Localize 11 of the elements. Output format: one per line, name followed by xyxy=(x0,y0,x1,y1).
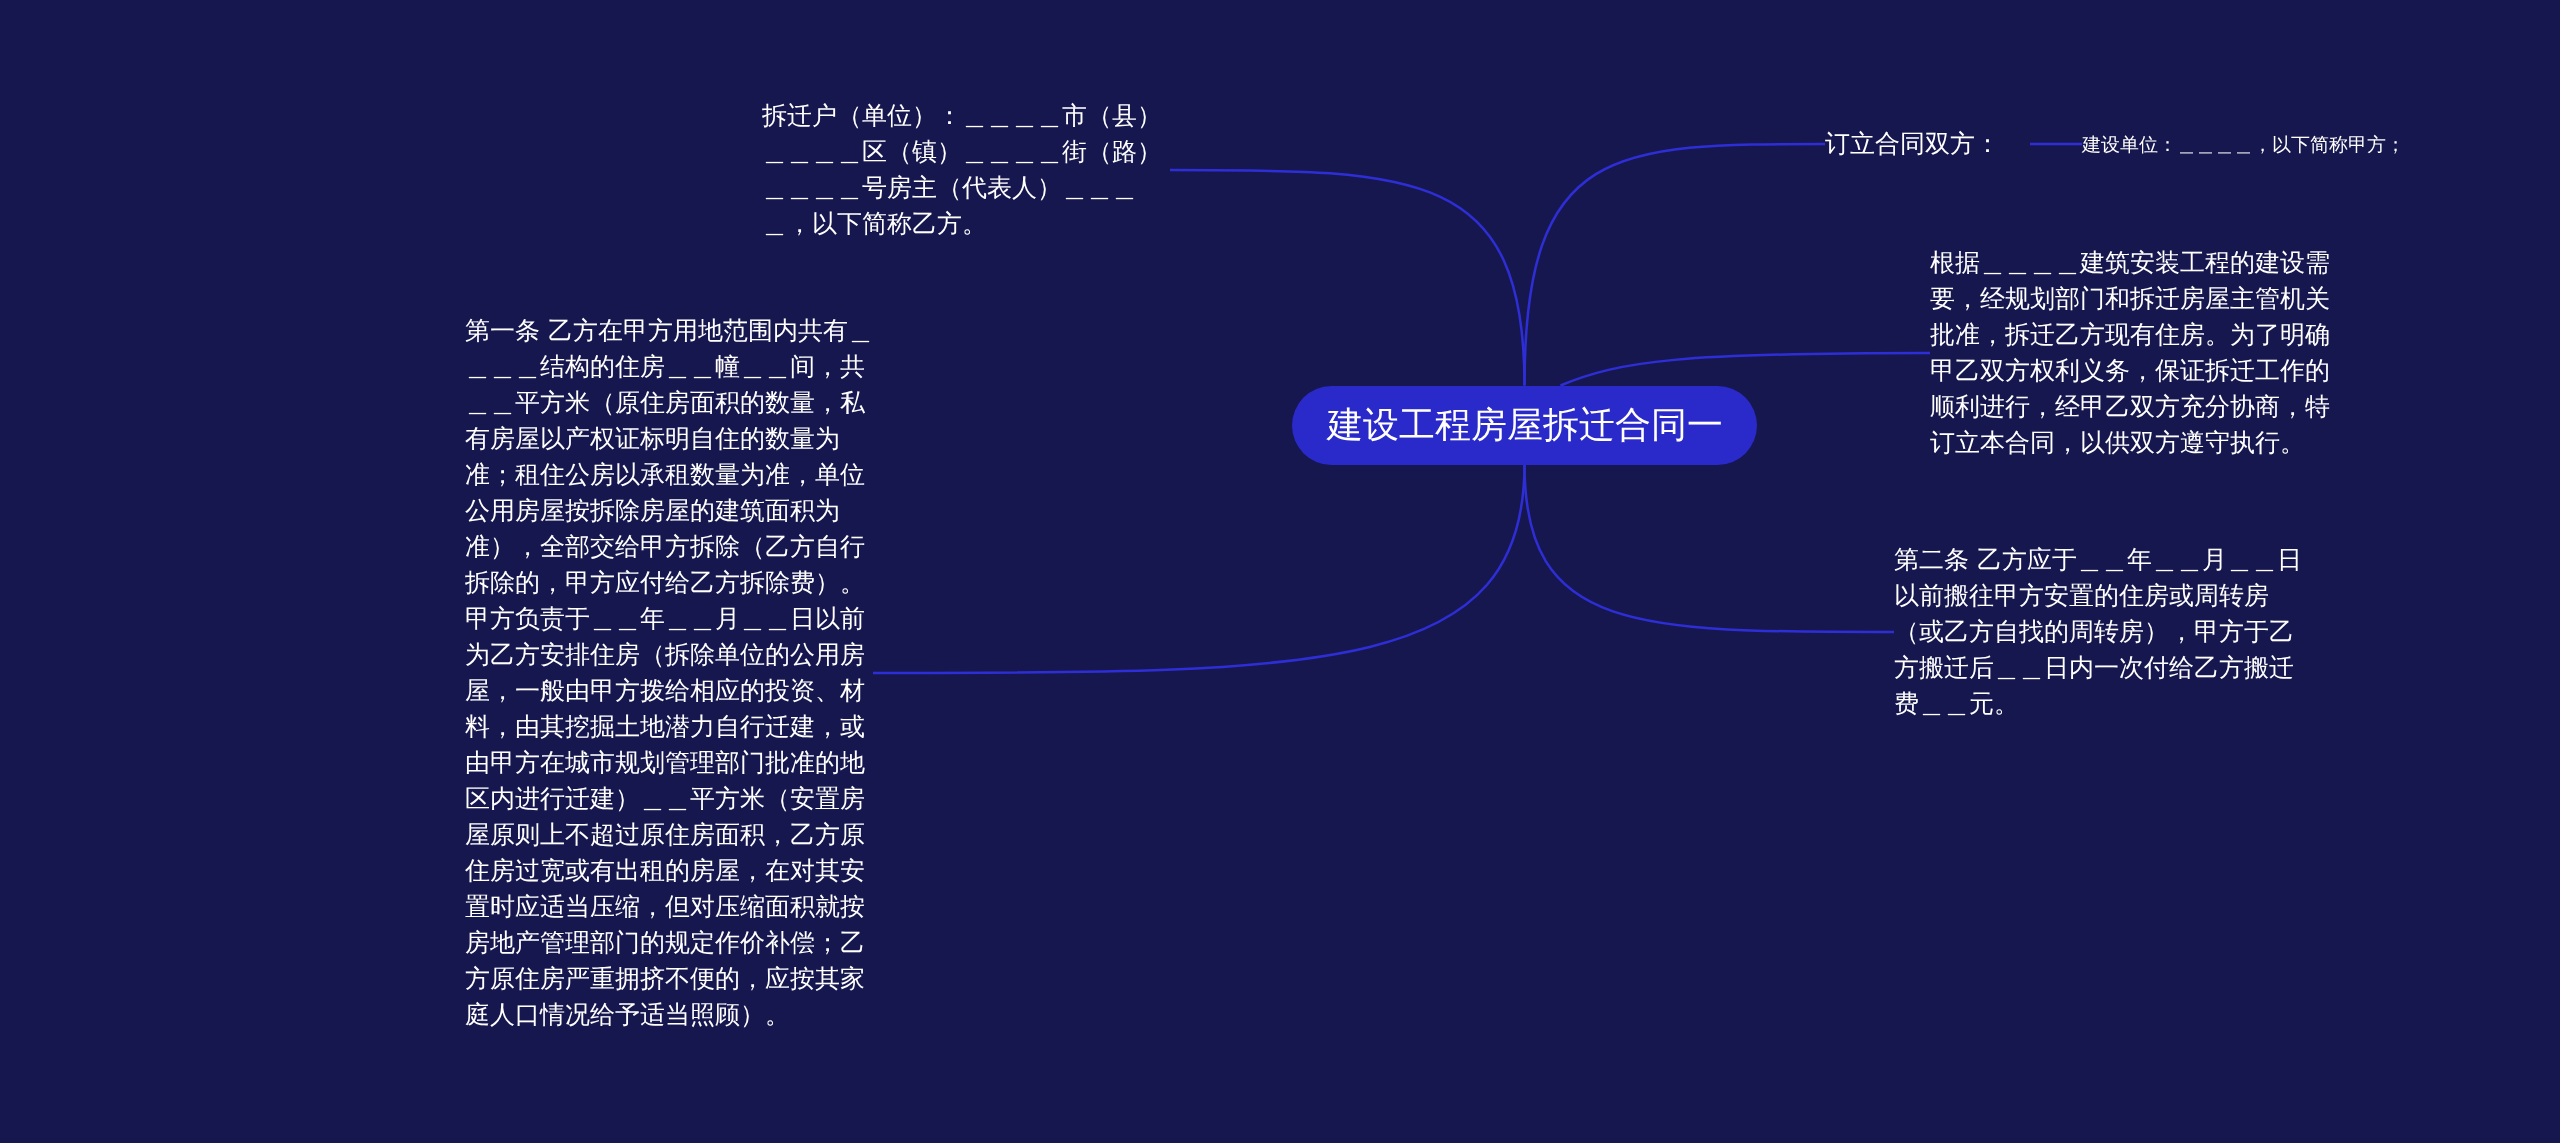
central-topic: 建设工程房屋拆迁合同一 xyxy=(1292,385,1757,465)
topic-text: 拆迁户（单位）：＿＿＿＿市（县）＿＿＿＿区（镇）＿＿＿＿街（路）＿＿＿＿号房主（代表人）＿＿＿＿，以下简称乙方。 xyxy=(762,98,1170,242)
connector-line xyxy=(2030,142,2082,146)
topic-text: 第二条 乙方应于＿＿年＿＿月＿＿日以前搬往甲方安置的住房或周转房（或乙方自找的周转房），甲方于乙方搬迁后＿＿日内一次付给乙方搬迁费＿＿元。 xyxy=(1894,542,2302,722)
topic-text: 订立合同双方： xyxy=(1825,126,2030,162)
connector-line xyxy=(1560,351,1930,387)
topic-text: 建设单位：＿＿＿＿，以下简称甲方； xyxy=(2082,126,2452,162)
topic-text: 根据＿＿＿＿建筑安装工程的建设需要，经规划部门和拆迁房屋主管机关批准，拆迁乙方现有住房。为了明确甲乙双方权利义务，保证拆迁工作的顺利进行，经甲乙双方充分协商，特订立本合同，以供双方遵守执行。 xyxy=(1930,245,2338,461)
connector-line xyxy=(873,464,1526,675)
topic-text: 第一条 乙方在甲方用地范围内共有＿＿＿＿结构的住房＿＿幢＿＿间，共＿＿平方米（原住房面积的数量，私有房屋以产权证标明自住的数量为准；租住公房以承租数量为准，单位公用房屋按拆除房屋的建筑面积为准），全部交给甲方拆除（乙方自行拆除的，甲方应付给乙方拆除费）。甲方负责于＿＿年＿＿月＿＿日以前为乙方安排住房（拆除单位的公用房屋，一般由甲方拨给相应的投资、材料，由其挖掘土地潜力自行迁建，或由甲方在城市规划管理部门批准的地区内进行迁建）＿＿平方米（安置房屋原则上不超过原住房面积，乙方原住房过宽或有出租的房屋，在对其安置时应适当压缩，但对压缩面积就按房地产管理部门的规定作价补偿；乙方原住房严重拥挤不便的，应按其家庭人口情况给予适当照顾）。 xyxy=(465,313,873,1033)
connector-line xyxy=(1170,168,1526,386)
